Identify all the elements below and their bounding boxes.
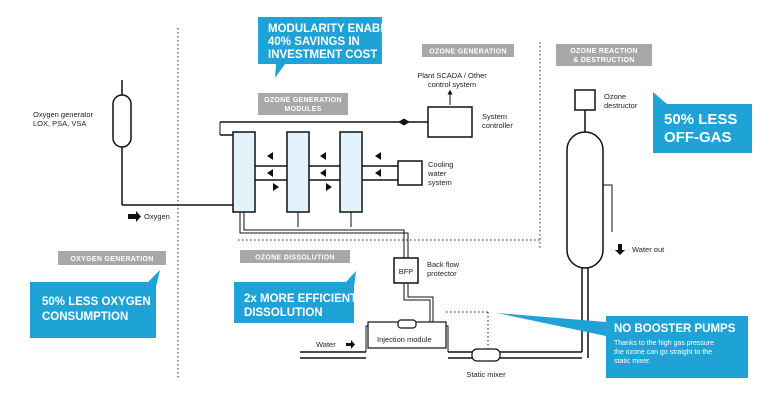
water-main-pipe (300, 325, 582, 359)
back-flow-label-2: protector (427, 269, 457, 278)
bfp-label: BFP (399, 267, 414, 276)
contactor-feed-pipe (581, 268, 589, 358)
ozone-destructor-label-1: Ozone (604, 92, 626, 101)
tag-ozone-generation (422, 44, 514, 57)
callout-no-booster-body-2: the ozone can go straight to the (614, 349, 712, 356)
oxygen-generator (112, 80, 235, 206)
tag-modules-line-2: MODULES (284, 106, 321, 113)
oxygen-generator-label-1: Oxygen generator (33, 110, 94, 119)
cooling-pipes (220, 134, 398, 191)
ozone-module-1 (232, 131, 256, 213)
callout-no-booster-body-1: Thanks to the high gas pressure (614, 340, 714, 347)
system-controller-box (427, 106, 473, 138)
water-label: Water (316, 340, 336, 349)
ozone-destructor-label-2: destructor (604, 101, 638, 110)
tag-ozone-generation-text: OZONE GENERATION (429, 49, 507, 56)
cooling-water-label-3: system (428, 178, 452, 187)
tag-oxygen-generation (58, 251, 166, 265)
callout-less-offgas (653, 92, 752, 153)
water-out-pipe (603, 184, 613, 232)
callout-modularity-line-2: 40% SAVINGS IN (268, 36, 360, 48)
water-arrow-icon (346, 340, 355, 349)
callout-modularity (258, 17, 382, 78)
water-out-arrow-icon (615, 244, 625, 255)
ozone-module-3 (339, 131, 363, 213)
static-mixer (471, 348, 501, 362)
tag-ozone-reaction (556, 44, 652, 66)
cooling-water-label-1: Cooling (428, 160, 453, 169)
tag-ozone-dissolution-text: OZONE DISSOLUTION (255, 255, 335, 262)
oxygen-label: Oxygen (144, 212, 170, 221)
bfp-to-injection-pipe (403, 283, 434, 322)
tag-reaction-line-2: & DESTRUCTION (573, 57, 634, 64)
ozone-module-2 (286, 131, 310, 213)
callout-modularity-line-3: INVESTMENT COST (268, 49, 377, 61)
callout-efficient (234, 271, 356, 323)
callout-less-oxygen-line-2: CONSUMPTION (42, 311, 128, 323)
bfp-box (393, 257, 419, 284)
tag-oxygen-generation-text: OXYGEN GENERATION (70, 256, 153, 263)
tag-reaction-line-1: OZONE REACTION (570, 48, 638, 55)
tag-ozone-generation-modules (258, 93, 348, 115)
injection-module-label: Injection module (377, 335, 432, 344)
callout-modularity-line-1: MODULARITY ENABLES (268, 23, 403, 35)
oxygen-generator-label-2: LOX, PSA, VSA (33, 119, 86, 128)
callout-less-oxygen-line-1: 50% LESS OXYGEN (42, 296, 151, 308)
cooling-water-label-2: water (427, 169, 447, 178)
static-mixer-label: Static mixer (466, 370, 506, 379)
ozone-destructor-box (574, 89, 596, 111)
callout-no-booster-title: NO BOOSTER PUMPS (614, 323, 736, 335)
tag-ozone-dissolution (240, 250, 350, 263)
oxygen-arrow-icon (128, 211, 141, 222)
system-controller-label-2: controller (482, 121, 513, 130)
callout-no-booster-body-3: static mixer. (614, 358, 651, 365)
callout-offgas-line-1: 50% LESS (664, 111, 737, 128)
contactor-vessel (566, 131, 604, 269)
tag-modules-line-1: OZONE GENERATION (264, 97, 342, 104)
callout-no-booster (497, 313, 748, 378)
callout-efficient-line-2: DISSOLUTION (244, 307, 323, 319)
plant-scada-label-2: control system (428, 80, 476, 89)
plant-scada-label-1: Plant SCADA / Other (417, 71, 487, 80)
callout-efficient-line-1: 2x MORE EFFICIENT (244, 293, 357, 305)
callout-less-oxygen (30, 270, 160, 338)
cooling-water-system-box (397, 160, 423, 186)
ozone-gas-pipe (239, 212, 409, 258)
system-controller-label-1: System (482, 112, 507, 121)
callout-offgas-line-2: OFF-GAS (664, 129, 732, 146)
injection-module-venturi (397, 319, 417, 329)
back-flow-label-1: Back flow (427, 260, 460, 269)
controller-bidirectional-arrow-icon (398, 118, 410, 126)
water-out-label: Water out (632, 245, 665, 254)
